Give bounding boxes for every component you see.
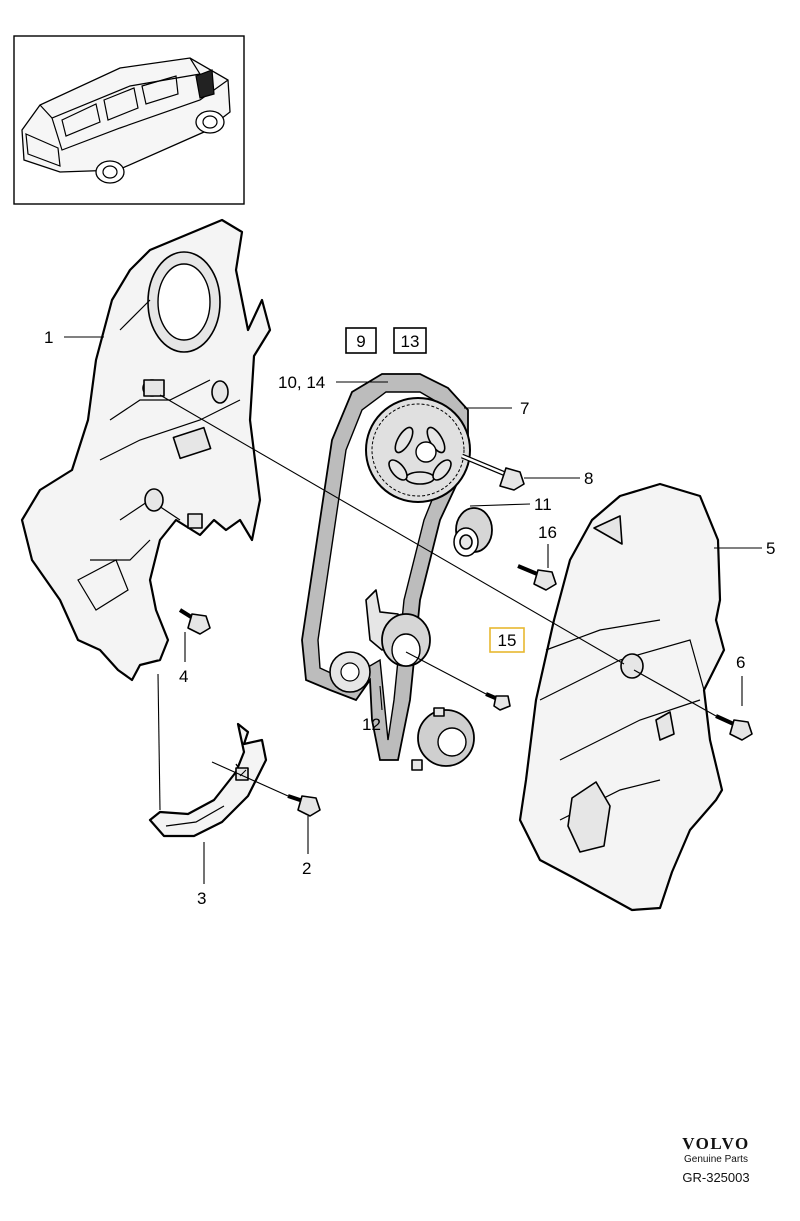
part-12-tensioner — [329, 589, 431, 693]
bolt-4 — [178, 608, 211, 635]
brand-logo: VOLVO — [682, 1134, 750, 1153]
bolt-16 — [517, 564, 557, 591]
callout-5: 5 — [766, 539, 775, 558]
callout-2: 2 — [302, 859, 311, 878]
boxed-ref-13: 13 — [393, 327, 427, 354]
callout-6: 6 — [736, 653, 745, 672]
callout-10-14: 10, 14 — [278, 373, 325, 392]
bolt-8 — [461, 453, 525, 491]
callout-3: 3 — [197, 889, 206, 908]
part-7-cam-pulley — [365, 397, 471, 503]
bolt-2 — [287, 794, 321, 817]
diagram-code: GR-325003 — [682, 1170, 750, 1185]
brand-subtitle: Genuine Parts — [684, 1154, 748, 1165]
callout-7: 7 — [520, 399, 529, 418]
bolt-15 — [485, 692, 511, 711]
alignment-lines — [157, 394, 717, 811]
part-5-front-cover — [518, 482, 726, 912]
callout-11: 11 — [534, 495, 552, 514]
boxed-ref-9: 9 — [345, 327, 377, 354]
vehicle-thumbnail — [13, 35, 245, 205]
bolt-6 — [715, 714, 753, 741]
callout-8: 8 — [584, 469, 593, 488]
part-3-lower-cover — [148, 722, 268, 838]
boxed-ref-9-label: 9 — [356, 332, 365, 351]
part-1-rear-cover — [20, 218, 272, 682]
callout-12: 12 — [362, 715, 381, 734]
part-11-idler-roller — [453, 507, 493, 557]
boxed-ref-15-label: 15 — [498, 631, 517, 650]
leader-lines — [64, 336, 762, 884]
callout-1: 1 — [44, 328, 53, 347]
crank-pulley — [411, 707, 475, 771]
boxed-ref-13-label: 13 — [401, 332, 420, 351]
callout-16: 16 — [538, 523, 557, 542]
callout-4: 4 — [179, 667, 188, 686]
boxed-ref-15: 15 — [489, 627, 525, 653]
